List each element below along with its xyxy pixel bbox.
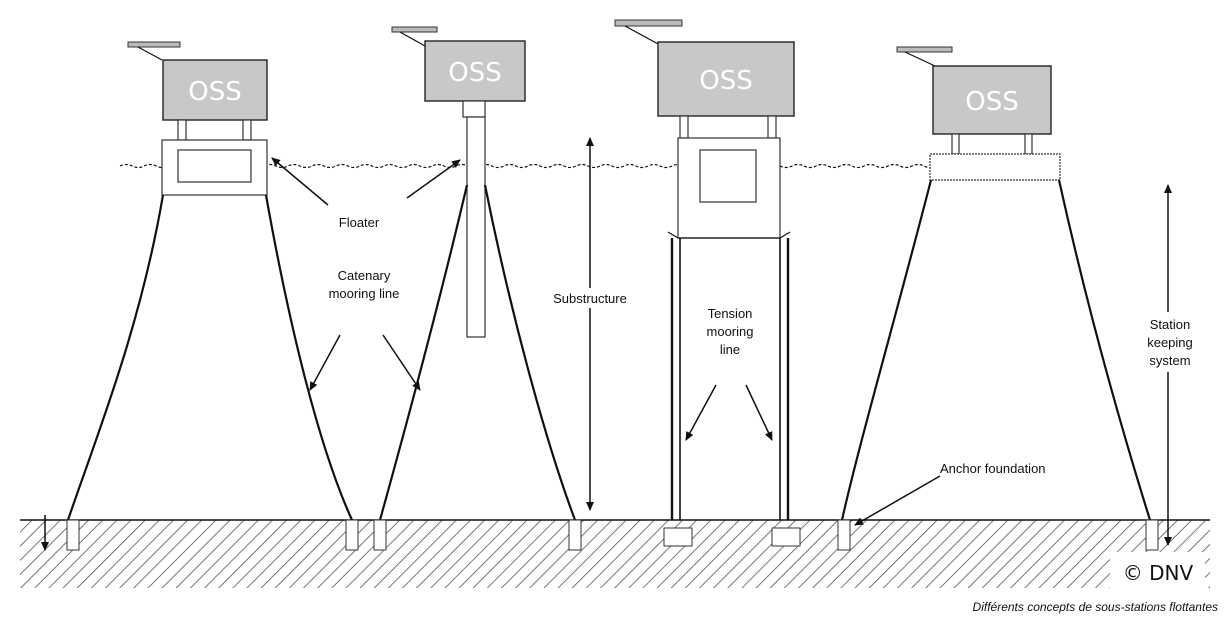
station-keeping-label: system — [1149, 353, 1190, 368]
antenna-icon — [391, 26, 438, 47]
anchor-block — [373, 519, 387, 551]
oss-module — [424, 40, 526, 102]
copyright-badge: © DNV — [1110, 552, 1205, 590]
platform-3: OSS — [614, 19, 801, 547]
oss-module — [932, 65, 1052, 135]
oss-label: OSS — [448, 58, 501, 88]
anchor-block — [837, 519, 851, 551]
oss-label: OSS — [699, 66, 752, 96]
anchor-block — [345, 519, 359, 551]
semisub-floater — [929, 153, 1061, 181]
tension-label: line — [720, 342, 740, 357]
copyright-text: © DNV — [1123, 561, 1194, 585]
oss-label: OSS — [965, 87, 1018, 117]
catenary-label: mooring line — [329, 286, 400, 301]
catenary-label: Catenary — [338, 268, 391, 283]
antenna-icon — [127, 41, 181, 61]
anchor-block — [66, 519, 80, 551]
floater-label: Floater — [339, 215, 380, 230]
station-keeping-label: Station — [1150, 317, 1190, 332]
antenna-icon — [614, 19, 683, 46]
tension-label: Tension — [708, 306, 753, 321]
station-keeping-label: keeping — [1147, 335, 1193, 350]
spar-floater — [466, 116, 486, 338]
substructure-label: Substructure — [553, 291, 627, 306]
anchor-block — [663, 527, 693, 547]
seabed — [20, 519, 1210, 588]
anchor-block — [1145, 519, 1159, 551]
antenna-icon — [896, 46, 953, 67]
oss-module — [657, 41, 795, 117]
figure-caption: Différents concepts de sous-stations flo… — [973, 600, 1218, 614]
oss-module — [162, 59, 268, 121]
anchor-block — [771, 527, 801, 547]
anchor-block — [568, 519, 582, 551]
tension-label: mooring — [707, 324, 754, 339]
oss-label: OSS — [188, 77, 241, 107]
platform-2: OSS — [373, 26, 582, 551]
platform-4: OSS — [837, 46, 1159, 551]
anchor-foundation-label: Anchor foundation — [940, 461, 1046, 476]
annotation-labels: Floater Catenary mooring line Substructu… — [315, 210, 1198, 476]
platform-1: OSS — [41, 41, 359, 551]
